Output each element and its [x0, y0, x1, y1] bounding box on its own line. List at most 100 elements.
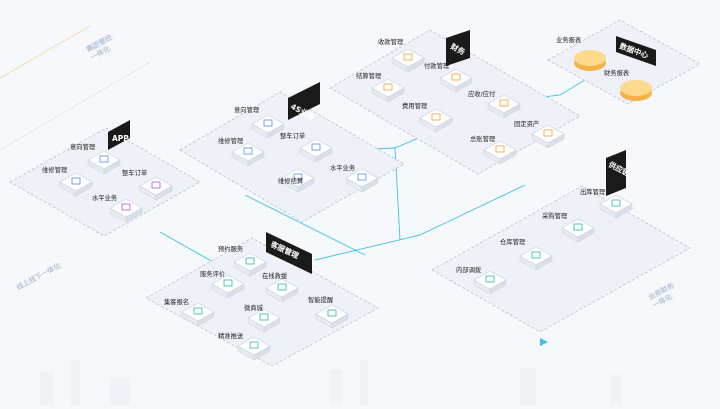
module-label: 财务报表: [604, 68, 630, 77]
data-center-module: 财务报表: [604, 68, 652, 101]
4s-module: 水平业务: [330, 163, 379, 193]
module-label: 采购管理: [542, 211, 568, 220]
module-label: 服务评价: [200, 269, 226, 278]
customer-module: 精准推送: [218, 331, 271, 361]
finance-module: 总账管理: [470, 134, 517, 165]
module-icon: [99, 155, 109, 163]
module-icon: [277, 283, 287, 291]
module-label: 意向管理: [234, 105, 260, 114]
module-icon: [327, 309, 337, 317]
module-icon: [243, 147, 253, 155]
supply-module: 仓库管理: [500, 237, 553, 271]
module-icon: [431, 113, 441, 121]
tag-app: APP: [108, 120, 130, 150]
module-icon: [383, 83, 393, 91]
customer-module: 集客报名: [164, 297, 215, 327]
4s-module: 意向管理: [234, 105, 285, 139]
module-label: 微商城: [244, 303, 264, 312]
customer-module: 微商城: [244, 303, 281, 333]
module-icon: [531, 251, 541, 259]
4s-module: 维修管理: [218, 136, 265, 167]
module-icon: [71, 177, 81, 185]
deco-line: [0, 25, 91, 79]
module-label: 应收/应付: [468, 89, 495, 98]
module-icon: [311, 143, 321, 151]
deco-line: [0, 61, 151, 151]
module-label: 预约服务: [218, 244, 244, 253]
module-label: 出库管理: [580, 187, 606, 196]
module-icon: [151, 181, 161, 189]
finance-module: 结算管理: [356, 71, 405, 103]
finance-module: 固定资产: [514, 119, 565, 149]
module-icon: [611, 199, 621, 207]
module-label: 仓库管理: [500, 237, 526, 246]
finance-module: 应收/应付: [468, 89, 521, 119]
module-icon: [499, 99, 509, 107]
module-label: 精准推送: [218, 331, 244, 340]
supply-module: 内部调拨: [456, 265, 507, 295]
customer-module: 智能提醒: [308, 295, 349, 329]
app-module: 整车订单: [122, 168, 173, 201]
finance-module: 收款管理: [378, 37, 425, 73]
module-label: 维修结算: [278, 176, 303, 185]
module-label: 内部调拨: [456, 265, 482, 274]
module-icon: [543, 129, 553, 137]
platform-customer: [145, 237, 379, 367]
module-icon: [249, 341, 259, 349]
module-icon: [259, 313, 269, 321]
svg-text:APP: APP: [112, 134, 129, 143]
module-label: 维修管理: [218, 136, 244, 145]
watermark-group-control: 集团管控一体化: [84, 33, 118, 63]
4s-module: 整车订单: [280, 131, 333, 163]
watermark-business-finance: 业务财务一体化: [647, 280, 681, 310]
module-label: 智能提醒: [308, 295, 334, 304]
supply-module: 采购管理: [542, 211, 595, 243]
module-icon: [357, 173, 367, 181]
app-module: 水平业务: [92, 193, 143, 223]
module-icon: [193, 307, 203, 315]
module-icon: [293, 173, 303, 181]
tag-supply: 供应链: [606, 150, 632, 196]
customer-module: 在线救援: [262, 271, 299, 303]
app-module: 意向管理: [70, 142, 121, 175]
module-label: 整车订单: [280, 131, 305, 140]
platform-supply: [431, 185, 691, 333]
module-icon: [121, 203, 131, 211]
module-icon: [263, 119, 273, 127]
platform-finance: [329, 29, 581, 175]
module-label: 集客报名: [164, 297, 189, 306]
module-label: 水平业务: [330, 163, 356, 172]
module-icon: [223, 279, 233, 287]
module-label: 固定资产: [514, 119, 539, 128]
tag-data-center: 数据中心: [616, 36, 656, 66]
watermark-online-offline: 线上线下一体化: [15, 261, 62, 292]
module-label: 意向管理: [70, 142, 96, 151]
module-label: 费用管理: [402, 101, 428, 110]
module-icon: [495, 145, 505, 153]
module-icon: [403, 53, 413, 61]
data-center-module: 业务报表: [556, 35, 606, 71]
app-module: 维修管理: [42, 165, 93, 197]
skyline-decoration: [40, 360, 622, 405]
customer-module: 预约服务: [218, 244, 267, 277]
finance-module: 费用管理: [402, 101, 453, 133]
finance-module: 付款管理: [424, 61, 473, 93]
module-label: 收款管理: [378, 37, 404, 46]
tag-finance: 财务: [446, 30, 470, 66]
module-label: 水平业务: [92, 193, 118, 202]
module-icon: [245, 257, 255, 265]
supply-module: 出库管理: [580, 187, 633, 219]
4s-module: 维修结算: [278, 168, 315, 193]
platform-data-center: [547, 19, 701, 105]
module-icon: [573, 223, 583, 231]
module-label: 整车订单: [122, 168, 147, 177]
module-label: 业务报表: [556, 35, 582, 44]
module-label: 维修管理: [42, 165, 68, 174]
platform-app: [9, 127, 201, 237]
platform-4s: [179, 91, 405, 223]
module-label: 总账管理: [470, 134, 496, 143]
module-icon: [485, 275, 495, 283]
module-icon: [451, 73, 461, 81]
module-label: 在线救援: [262, 271, 288, 280]
